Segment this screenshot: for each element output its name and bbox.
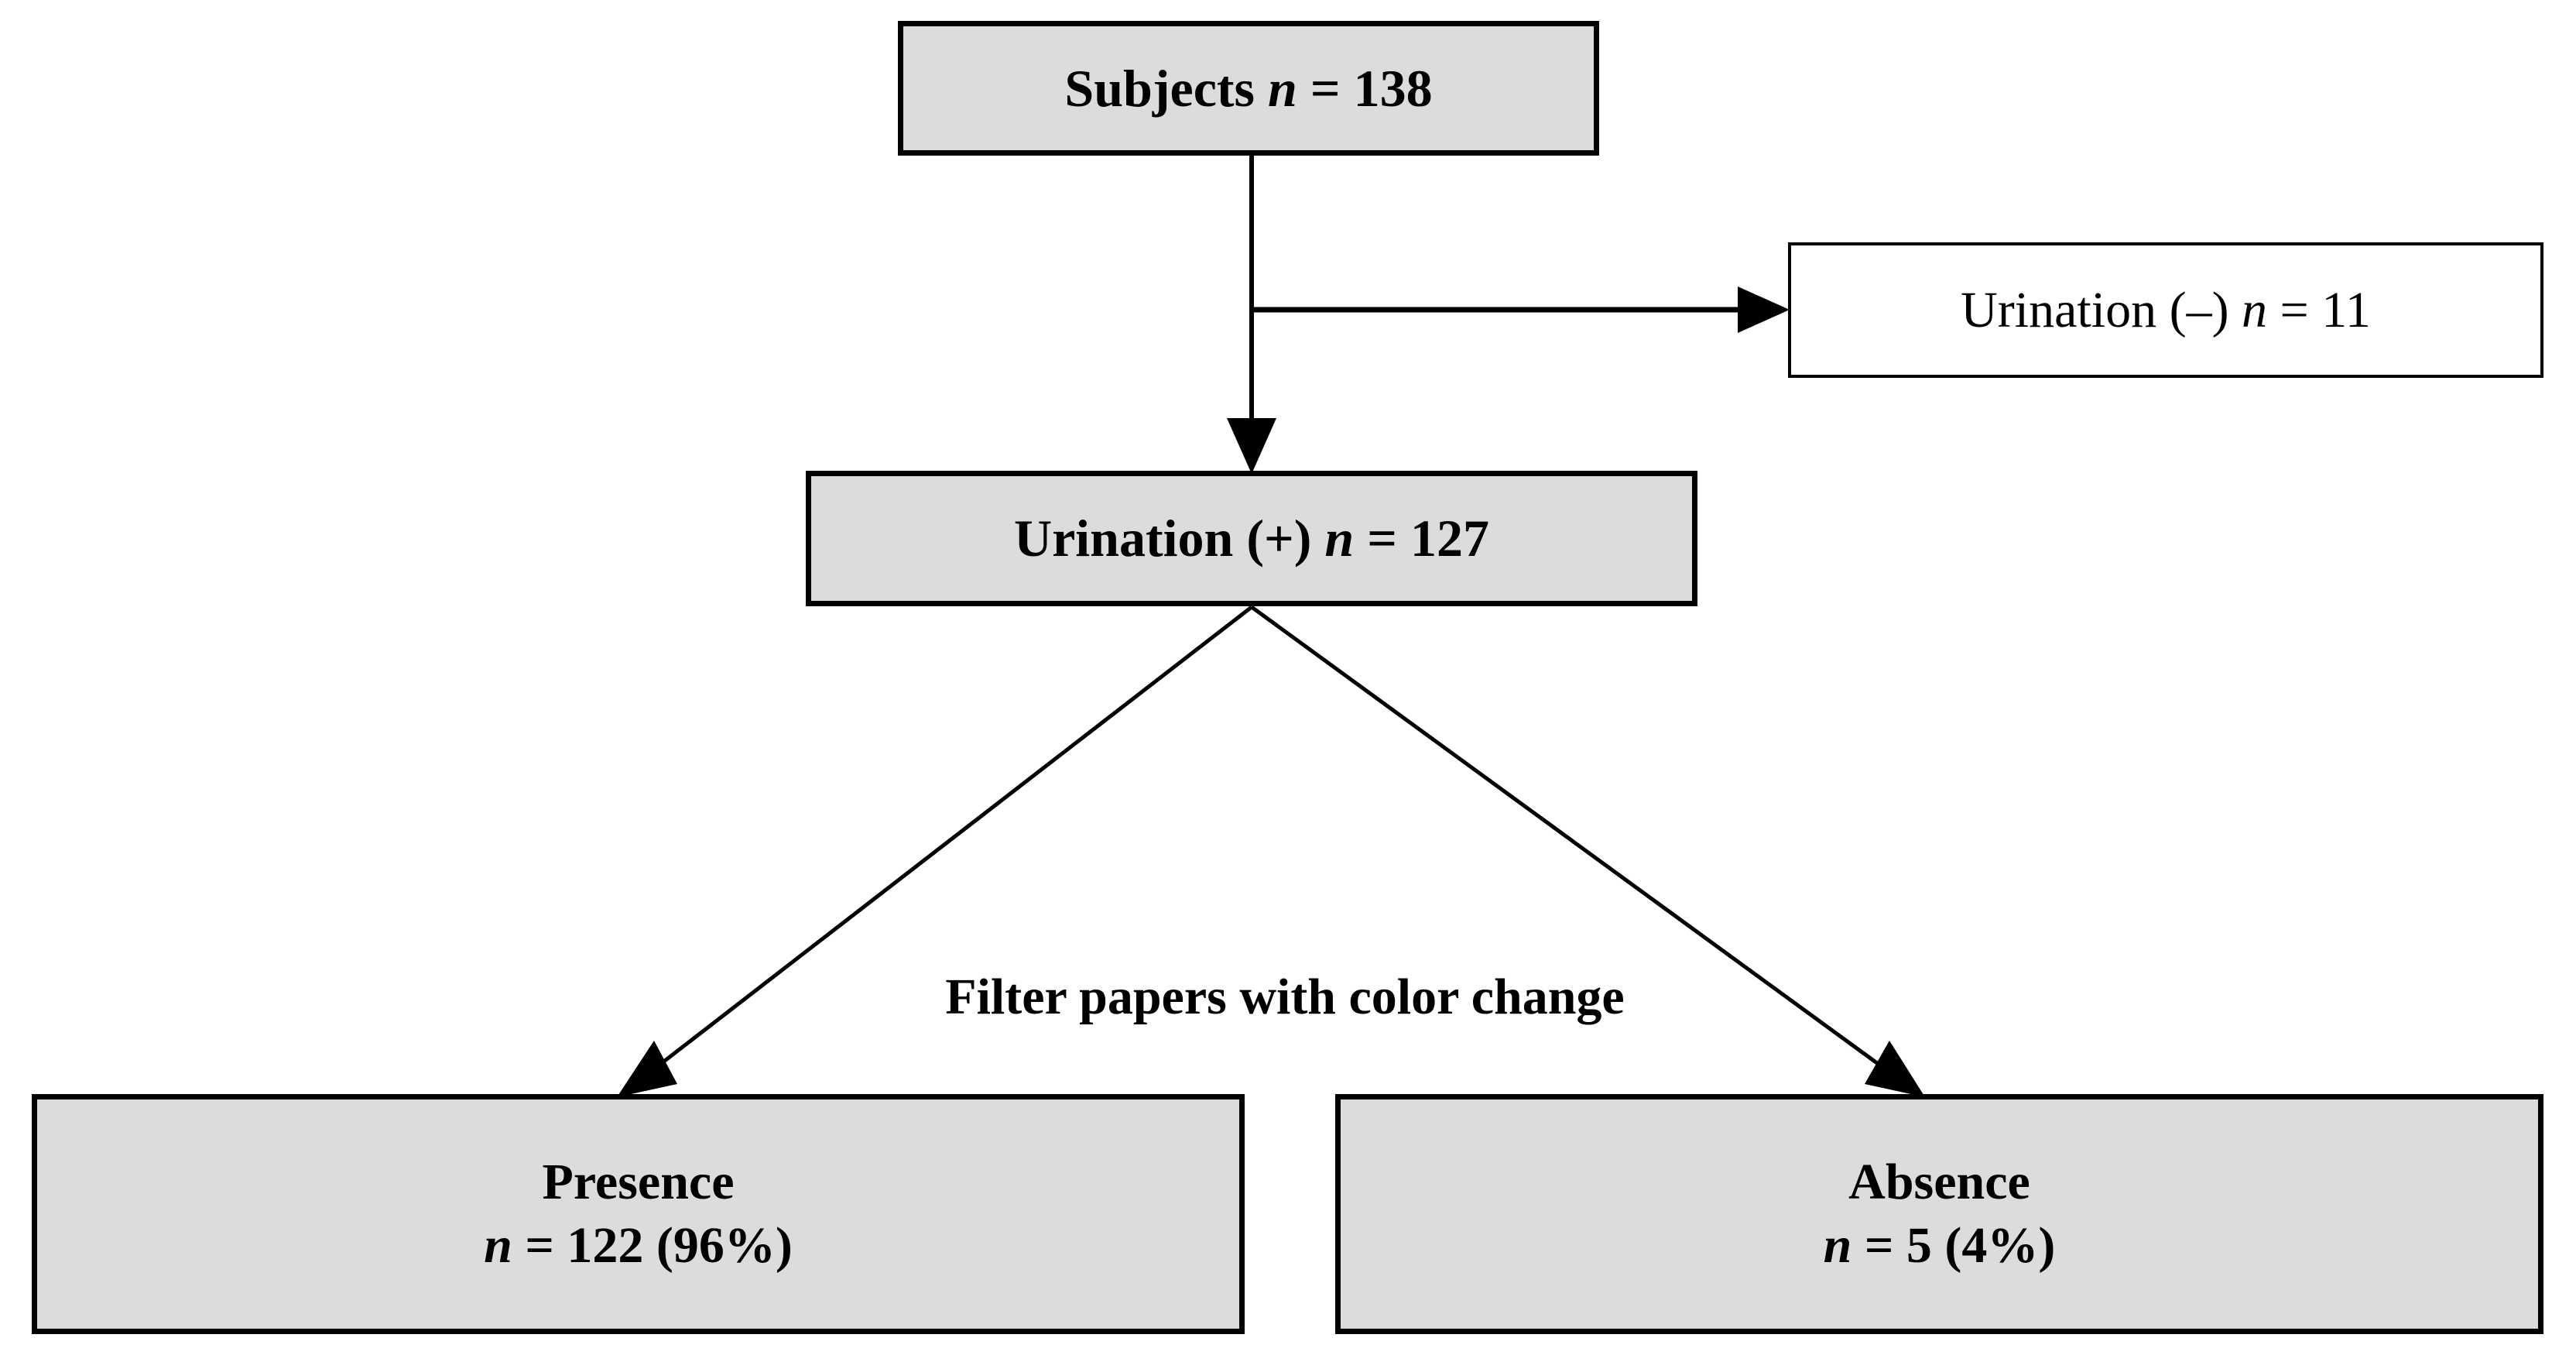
node-subjects-value: 138 [1353,58,1433,118]
edge-urination-positive-to-presence-arrowhead [617,1041,677,1097]
node-urination-positive-prefix: Urination (+) [1014,509,1325,568]
node-presence: Presence n = 122 (96%) [32,1094,1245,1334]
node-urination-positive-n-symbol: n [1324,509,1355,568]
node-absence-n-symbol: n [1823,1217,1852,1274]
node-urination-negative-equals: = [2267,281,2322,338]
node-urination-positive-equals: = [1354,509,1410,568]
node-presence-percent: (96%) [643,1217,793,1274]
node-subjects: Subjects n = 138 [898,21,1599,156]
node-urination-negative-value: 11 [2321,281,2371,338]
node-subjects-prefix: Subjects [1064,58,1268,118]
node-subjects-n-symbol: n [1268,58,1297,118]
node-presence-equals: = [512,1217,567,1274]
edge-subjects-to-urination-positive-arrowhead [1227,418,1276,474]
node-urination-negative: Urination (–) n = 11 [1788,242,2543,378]
node-urination-negative-label: Urination (–) n = 11 [1961,282,2371,339]
node-subjects-equals: = [1297,58,1354,118]
node-absence-percent: (4%) [1931,1217,2056,1274]
node-absence-value: 5 [1906,1217,1932,1274]
node-presence-title: Presence [542,1154,735,1211]
node-urination-positive: Urination (+) n = 127 [806,471,1697,606]
node-absence-equals: = [1852,1217,1906,1274]
node-urination-negative-n-symbol: n [2242,281,2268,338]
node-absence-count: n = 5 (4%) [1824,1214,2056,1278]
node-absence: Absence n = 5 (4%) [1335,1094,2543,1334]
node-urination-positive-label: Urination (+) n = 127 [1014,509,1489,568]
edge-subjects-to-urination-negative-arrowhead [1738,286,1790,333]
node-absence-title: Absence [1848,1154,2030,1211]
edge-label-filter-papers: Filter papers with color change [945,969,1625,1025]
node-subjects-label: Subjects n = 138 [1064,59,1432,118]
edge-urination-positive-to-absence-arrowhead [1865,1041,1925,1097]
node-presence-n-symbol: n [484,1217,512,1274]
node-presence-count: n = 122 (96%) [484,1214,793,1278]
node-urination-positive-value: 127 [1410,509,1489,568]
node-presence-value: 122 [567,1217,644,1274]
node-urination-negative-prefix: Urination (–) [1961,281,2242,338]
